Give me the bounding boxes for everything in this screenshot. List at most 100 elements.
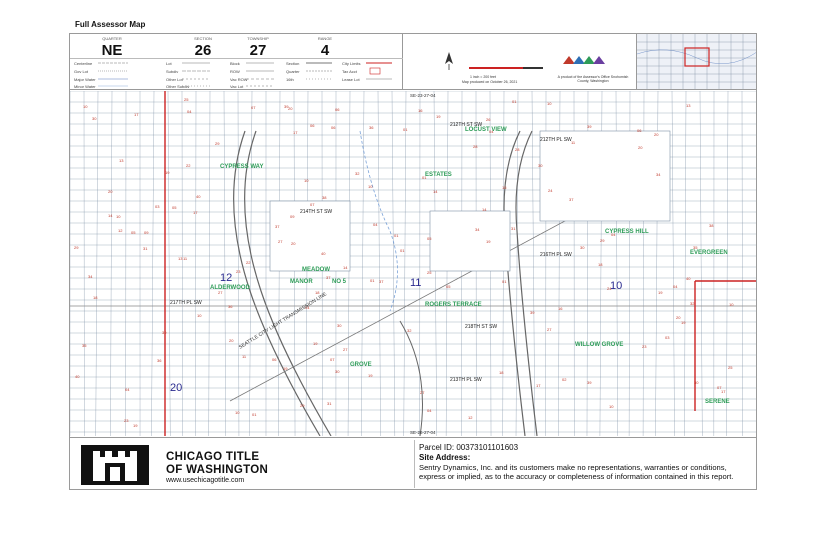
company-website[interactable]: www.usechicagotitle.com <box>166 477 245 484</box>
street-label: 214TH ST SW <box>300 209 332 215</box>
lot-number-mark: 31 <box>143 246 148 251</box>
legend-item: ROW <box>230 69 240 74</box>
parcel-line <box>151 91 155 436</box>
legend-item: Vac Lot <box>230 84 244 89</box>
section-number: 10 <box>610 280 622 292</box>
lot-number-mark: 06 <box>310 123 315 128</box>
lot-number-mark: 37 <box>275 224 280 229</box>
lot-number-mark: 01 <box>370 278 375 283</box>
lot-number-mark: 39 <box>284 104 289 109</box>
lot-number-mark: 17 <box>134 112 139 117</box>
lot-number-mark: 15 <box>502 185 507 190</box>
lot-number-mark: 05 <box>172 205 177 210</box>
lot-number-mark: 27 <box>420 390 425 395</box>
lot-number-mark: 19 <box>133 423 138 428</box>
city-limit-lines <box>164 91 756 436</box>
parcel-line <box>699 91 703 436</box>
lot-number-mark: 02 <box>562 377 567 382</box>
lot-number-mark: 37 <box>379 279 384 284</box>
lot-number-mark: 11 <box>242 354 247 359</box>
scale-text: 1 inch = 200 feet <box>470 75 496 79</box>
company-name-line1: CHICAGO TITLE <box>166 451 260 463</box>
transmission-line <box>229 185 631 402</box>
section-reference: SE-26-27-04 <box>410 430 436 435</box>
lot-number-mark: 23 <box>236 269 241 274</box>
lot-number-mark: 10 <box>304 178 309 183</box>
street-label: 212TH ST SW <box>450 122 482 128</box>
lot-number-mark: 34 <box>475 227 480 232</box>
map-date-note: Map produced on October 26, 2021 <box>462 80 518 84</box>
lot-number-mark: 30 <box>335 369 340 374</box>
area-name: NO 5 <box>332 279 347 285</box>
lot-number-mark: 17 <box>293 130 298 135</box>
lot-number-mark: 30 <box>337 323 342 328</box>
lot-number-mark: 39 <box>587 380 592 385</box>
lot-number-mark: 07 <box>251 105 256 110</box>
lot-number-mark: 19 <box>681 320 686 325</box>
legend-item: Block <box>230 61 240 66</box>
area-name: GROVE <box>350 362 372 368</box>
lot-number-mark: 10 <box>729 302 734 307</box>
lot-number-mark: 20 <box>229 338 234 343</box>
creek <box>359 130 398 312</box>
parcel-line <box>741 91 743 436</box>
disclaimer-text: Sentry Dynamics, Inc. and its customers … <box>419 463 734 481</box>
lot-number-mark: 05 <box>446 284 451 289</box>
lot-number-mark: 18 <box>93 295 98 300</box>
lot-number-mark: 19 <box>368 373 373 378</box>
township-label: TOWNSHIP <box>247 36 269 41</box>
range-value: 4 <box>320 42 330 59</box>
lot-number-mark: 32 <box>407 328 412 333</box>
company-name-line2: OF WASHINGTON <box>166 464 269 476</box>
quarter-label: QUARTER <box>102 36 122 41</box>
legend-item: Lot <box>166 61 172 66</box>
map-legend: QUARTER NE SECTION 26 TOWNSHIP 27 RANGE … <box>70 34 403 90</box>
lot-number-mark: 18 <box>499 370 504 375</box>
lot-number-mark: 40 <box>686 276 691 281</box>
vicinity-map-graphic <box>637 34 756 89</box>
lot-number-mark: 07 <box>717 385 722 390</box>
lot-number-mark: 13 <box>686 103 691 108</box>
lot-number-mark: 31 <box>327 401 332 406</box>
north-arrow-icon <box>445 52 453 64</box>
lot-number-mark: 10 <box>116 214 121 219</box>
lot-number-mark: 19 <box>658 290 663 295</box>
range-label: RANGE <box>317 36 333 41</box>
lot-number-mark: 27 <box>218 290 223 295</box>
lot-number-mark: 05 <box>131 230 136 235</box>
lot-number-mark: 40 <box>321 251 326 256</box>
lot-number-mark: 04 <box>673 284 678 289</box>
map-sheet-frame <box>69 33 757 490</box>
lot-number-mark: 16 <box>418 108 423 113</box>
legend-item: Subdiv <box>166 69 179 74</box>
lot-number-mark: 29 <box>215 141 220 146</box>
lot-number-mark: 30 <box>694 380 699 385</box>
lot-number-mark: 04 <box>125 387 130 392</box>
lot-number-mark: 25 <box>728 365 733 370</box>
section-number: 12 <box>220 272 232 284</box>
lot-number-mark: 06 <box>272 357 277 362</box>
lot-number-mark: 39 <box>162 330 167 335</box>
section-reference: SE-23-27-04 <box>410 93 436 98</box>
parcel-line <box>377 91 381 436</box>
lot-number-mark: 22 <box>246 260 251 265</box>
legend-symbols <box>98 62 392 87</box>
lot-number-mark: 13 <box>119 158 124 163</box>
lot-number-mark: 12 <box>468 415 473 420</box>
lot-number-mark: 06 <box>637 128 642 133</box>
lot-number-mark: 29 <box>600 238 605 243</box>
area-name: WILLOW GROVE <box>575 342 623 348</box>
lot-number-mark: 35 <box>82 343 87 348</box>
street-label: 212TH PL SW <box>540 137 572 143</box>
lot-number-mark: 01 <box>502 279 507 284</box>
lot-number-mark: 20 <box>108 189 113 194</box>
lot-number-mark: 27 <box>547 327 552 332</box>
lot-number-mark: 29 <box>300 403 305 408</box>
lot-number-mark: 35 <box>693 245 698 250</box>
lot-number-mark: 40 <box>196 194 201 199</box>
lot-number-mark: 28 <box>473 144 478 149</box>
lot-number-mark: 14 <box>108 213 113 218</box>
lot-number-mark: 11 <box>571 140 576 145</box>
